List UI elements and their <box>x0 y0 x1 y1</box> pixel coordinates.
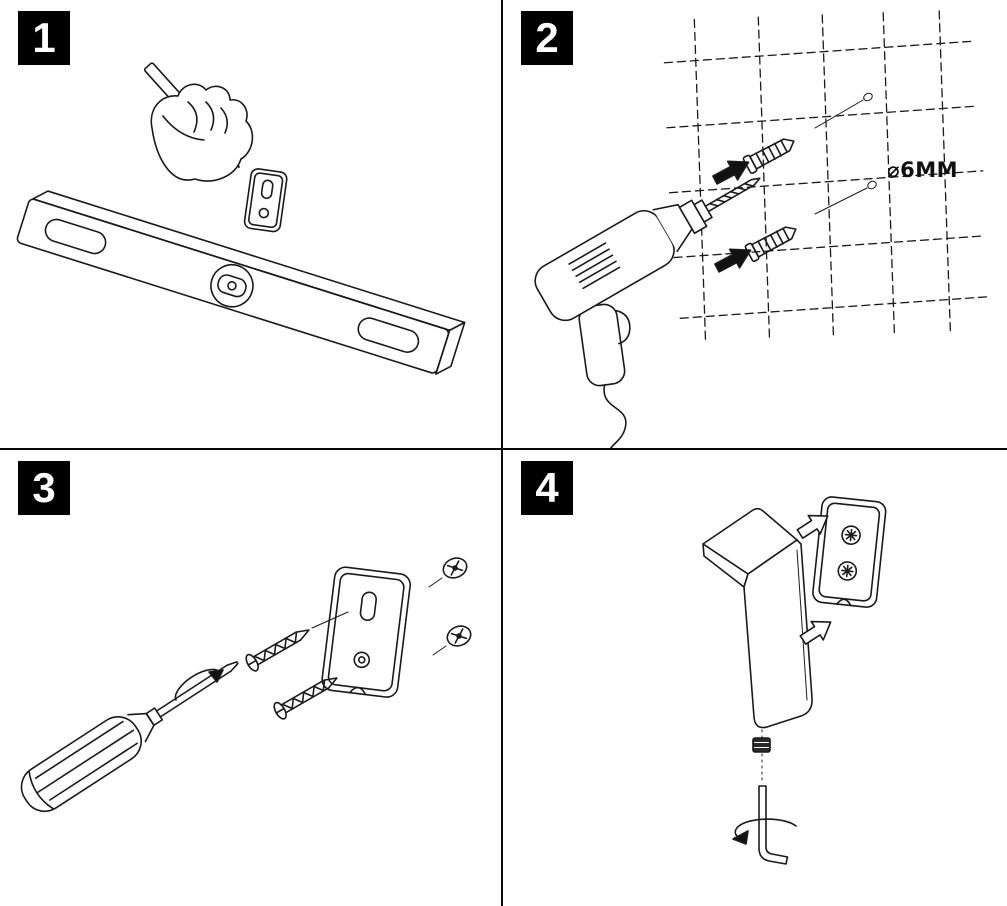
step-4-illustration <box>702 496 887 865</box>
mounting-arrow-1 <box>796 514 829 539</box>
hex-key <box>758 785 789 865</box>
divider-vertical <box>501 0 503 906</box>
insert-arrow-1 <box>712 160 750 185</box>
step-4-number: 4 <box>535 464 559 511</box>
screw-2 <box>273 677 338 720</box>
hook-body <box>702 507 813 729</box>
step-2-badge: 2 <box>521 11 573 65</box>
tile-grid <box>663 10 989 343</box>
screw-head-2 <box>446 625 472 647</box>
wall-plate <box>243 168 288 233</box>
screw-head-1 <box>442 557 468 579</box>
drill-bit <box>704 177 761 213</box>
rotation-arrow <box>174 668 224 701</box>
screw-1 <box>245 629 310 672</box>
plate-screw-2 <box>837 561 858 581</box>
step-2-number: 2 <box>535 14 559 61</box>
hole-diameter-label: ⌀6MM <box>887 158 958 182</box>
wall-anchor-2 <box>744 226 797 263</box>
mounted-wall-plate <box>812 496 887 608</box>
step-panel-3: 3 <box>0 450 501 906</box>
hex-key-rotation-arrow <box>732 818 797 845</box>
plate-screw-1 <box>841 525 861 545</box>
step-2-illustration: ⌀6MM <box>534 10 989 448</box>
drill-handle <box>578 303 631 448</box>
screwdriver <box>20 661 239 813</box>
insert-arrow-2 <box>714 248 752 273</box>
power-drill <box>534 177 761 448</box>
step-4-badge: 4 <box>521 461 573 515</box>
step-1-number: 1 <box>32 14 56 61</box>
wall-anchor-1 <box>742 138 795 175</box>
step-3-number: 3 <box>32 464 56 511</box>
step-3-illustration <box>20 557 472 813</box>
drill-holes <box>814 92 877 215</box>
step-panel-2: 2 <box>503 0 1007 448</box>
screw-axis-tick-2 <box>432 645 447 656</box>
step-1-badge: 1 <box>18 11 70 65</box>
step-1-illustration <box>16 62 466 375</box>
spirit-level <box>16 190 466 375</box>
step-3-badge: 3 <box>18 461 70 515</box>
step-panel-4: 4 <box>503 450 1007 906</box>
step-panel-1: 1 <box>0 0 501 448</box>
set-screw <box>752 737 771 753</box>
screw-axis-tick-1 <box>428 577 443 588</box>
marking-hand <box>150 83 254 182</box>
wall-plate <box>321 566 411 698</box>
divider-horizontal <box>0 448 1007 450</box>
mounting-arrow-2 <box>799 620 832 645</box>
